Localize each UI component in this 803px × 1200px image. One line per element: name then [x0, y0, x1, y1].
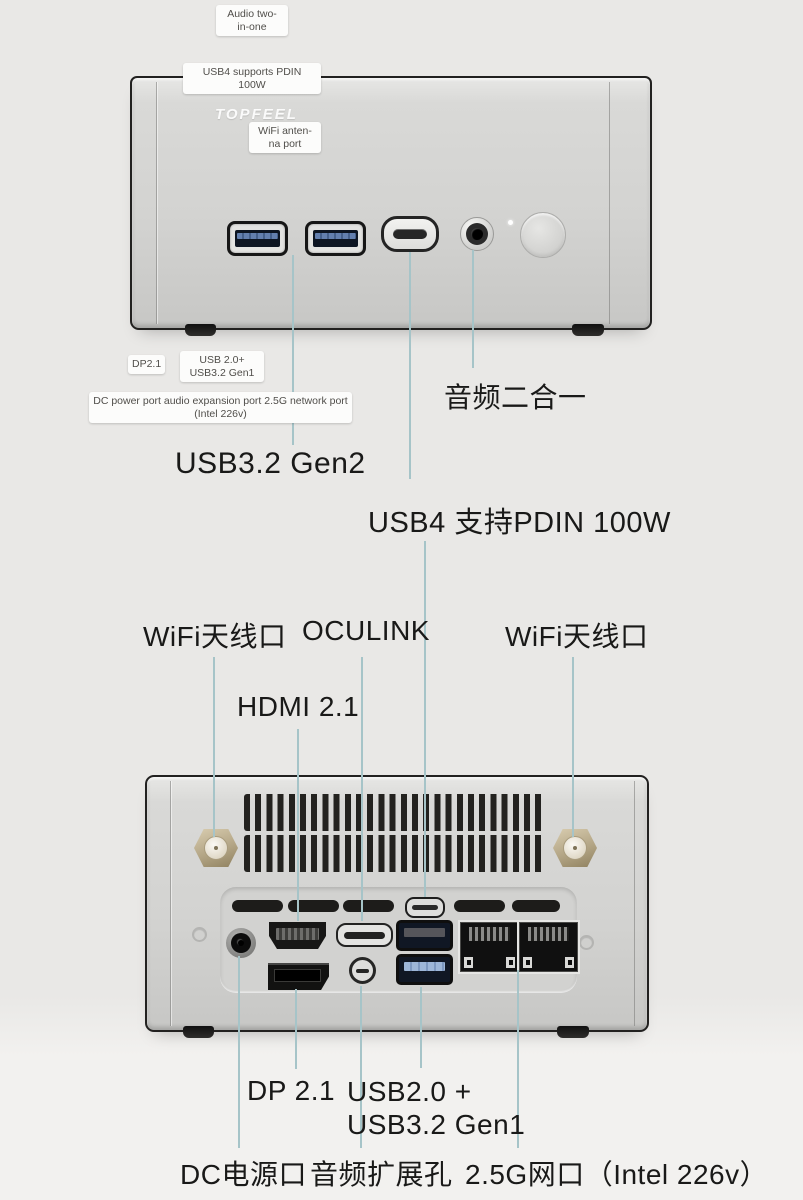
front-view-device: TOPFEEL	[130, 76, 652, 330]
label-lan: 2.5G网口（Intel 226v）	[465, 1159, 769, 1190]
oculink-port-icon	[336, 923, 393, 947]
rear-right-seam	[634, 781, 635, 1026]
power-led-icon	[508, 220, 513, 225]
device-foot	[185, 324, 216, 336]
label-usb4-pdin: USB4 支持PDIN 100W	[368, 507, 671, 539]
label-usb-combo: USB2.0 + USB3.2 Gen1	[347, 1076, 526, 1140]
rear-left-seam	[170, 781, 171, 1026]
callout-line-lan	[517, 970, 519, 1148]
audio-expansion-hole-icon	[349, 957, 376, 984]
callout-line-usb-stack	[420, 987, 422, 1068]
usb3-port-icon	[396, 954, 453, 985]
io-panel	[220, 887, 578, 992]
tag-audio-two-in-one: Audio two- in-one	[216, 5, 288, 36]
front-left-seam	[156, 82, 157, 324]
label-wifi-antenna-right: WiFi天线口	[505, 621, 649, 652]
callout-line-wifi-left	[213, 657, 215, 837]
callout-line-hdmi	[297, 729, 299, 921]
tag-wifi-antenna-port: WiFi anten- na port	[249, 122, 321, 153]
callout-line-wifi-right	[572, 657, 574, 837]
callout-line-oculink	[361, 657, 363, 921]
wifi-antenna-connector-icon	[553, 829, 597, 867]
brand-logo: TOPFEEL	[215, 106, 298, 123]
tag-dp21: DP2.1	[128, 355, 166, 374]
tag-rear-ports: DC power port audio expansion port 2.5G …	[89, 392, 352, 423]
screw-icon	[192, 927, 207, 942]
power-button-icon	[520, 212, 566, 258]
device-foot	[557, 1026, 589, 1038]
usb-c-port-icon	[381, 216, 439, 252]
callout-line-dp	[295, 989, 297, 1069]
rear-view-device	[145, 775, 649, 1032]
vent-slot	[288, 900, 339, 912]
label-oculink: OCULINK	[302, 615, 430, 646]
vent-grille	[244, 835, 544, 872]
hdmi-port-icon	[269, 922, 326, 949]
screw-icon	[579, 935, 594, 950]
usb4-type-c-port-icon	[405, 897, 445, 918]
vent-slot	[512, 900, 560, 912]
tag-usb4-supports-pdin: USB4 supports PDIN 100W	[183, 63, 321, 94]
label-hdmi: HDMI 2.1	[237, 691, 360, 722]
vent-grille	[244, 794, 544, 831]
ethernet-port-icon	[460, 922, 519, 972]
callout-line-usb32	[292, 255, 294, 445]
displayport-icon	[268, 963, 329, 990]
callout-line-usb4-rear	[424, 541, 426, 897]
label-dc-power: DC电源口	[180, 1159, 307, 1190]
label-usb32-gen2: USB3.2 Gen2	[175, 447, 366, 480]
label-audio-combo: 音频二合一	[444, 382, 587, 413]
callout-line-usb4-front	[409, 252, 411, 479]
label-audio-expansion: 音频扩展孔	[310, 1159, 453, 1190]
headphone-jack-icon	[460, 217, 494, 251]
device-foot	[183, 1026, 214, 1038]
tag-usb-combo: USB 2.0+ USB3.2 Gen1	[180, 351, 264, 382]
label-wifi-antenna-left: WiFi天线口	[143, 621, 287, 652]
callout-line-audio-combo	[472, 250, 474, 368]
label-dp: DP 2.1	[247, 1075, 336, 1106]
device-foot	[572, 324, 604, 336]
usb-a-port-icon	[227, 221, 288, 256]
dc-power-jack-icon	[226, 928, 256, 958]
usb2-port-icon	[396, 920, 453, 951]
usb-a-port-icon	[305, 221, 366, 256]
callout-line-audio-expansion	[360, 986, 362, 1148]
wifi-antenna-connector-icon	[194, 829, 238, 867]
callout-line-dc	[238, 956, 240, 1148]
vent-slot	[232, 900, 283, 912]
vent-slot	[454, 900, 505, 912]
ethernet-port-icon	[519, 922, 578, 972]
vent-slot	[343, 900, 394, 912]
front-right-seam	[609, 82, 610, 324]
